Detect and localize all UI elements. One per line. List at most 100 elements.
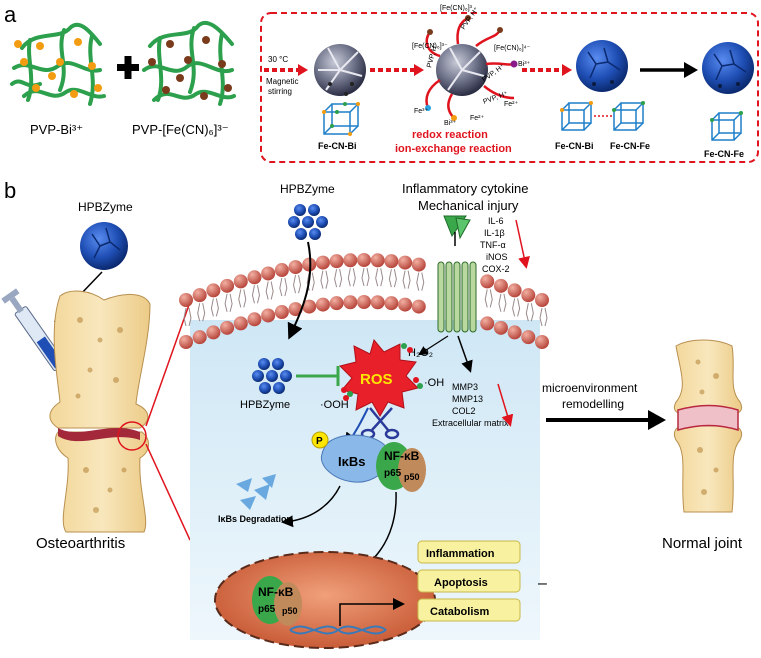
arrow-receptor-h2o2 (417, 335, 449, 356)
cond-stir-1: Magnetic (266, 77, 298, 86)
svg-text:Inflammation: Inflammation (426, 548, 495, 560)
oh-label: ·OH (424, 377, 444, 389)
lipid-head-inner (370, 295, 385, 310)
lipid-tail (402, 270, 411, 289)
cond-stir-2: stirring (268, 87, 292, 96)
lipid-head-outer (315, 255, 330, 270)
lipid-tail (197, 303, 206, 322)
transmembrane-receptor (437, 261, 477, 333)
osteoarthritis-label: Osteoarthritis (36, 535, 125, 552)
lipid-head-outer (288, 260, 303, 275)
lipid-head-outer (233, 274, 248, 289)
lipid-head-inner (261, 308, 276, 323)
ion-fecn-c: [Fe(CN)₆]⁴⁻ (494, 45, 531, 52)
lipid-head-inner (274, 305, 289, 320)
ros-burst (339, 338, 419, 418)
panel-a-label: a (4, 2, 17, 27)
hpbzyme-cell-cluster (252, 358, 292, 394)
cytokine-cox2: COX-2 (482, 264, 510, 274)
lipid-head-inner (493, 320, 508, 335)
lipid-head-inner (343, 295, 358, 310)
fe-cn-fe-nanoparticle-final (702, 42, 754, 94)
lipid-tail (210, 298, 219, 317)
lipid-tail (224, 293, 233, 312)
nfkb-complex-cyto (376, 442, 426, 492)
lattice-cube-final (711, 112, 742, 141)
cytokine-il6: IL-6 (488, 216, 504, 226)
ros-label: ROS (360, 371, 393, 388)
cytokine-inos: iNOS (486, 252, 508, 262)
phospho-label: P (316, 436, 323, 447)
nfkb-complex-nucleus (252, 576, 302, 626)
pvp-bi-label: PVP-Bi³⁺ (30, 122, 83, 137)
matrix-list: MMP3 MMP13 COL2 Extracellular matrix (432, 382, 509, 428)
h2o2-label: H₂O₂ (408, 347, 433, 359)
arrow-transcription (339, 598, 405, 626)
p65-cyto-label: p65 (384, 468, 402, 479)
arrow-matrix-down (497, 383, 514, 427)
lipid-head-inner (220, 320, 235, 335)
panel-b-label: b (4, 178, 16, 203)
lipid-tail (512, 298, 521, 317)
lipid-tail (334, 269, 343, 288)
lipid-tail (251, 285, 260, 304)
plus-icon (117, 56, 139, 79)
svg-text:Apoptosis: Apoptosis (434, 577, 488, 589)
fe-cn-bi-nanoparticle-1 (314, 44, 366, 96)
ooh-molecule (341, 387, 353, 401)
ikbs-complex (320, 434, 390, 483)
lipid-head-inner (329, 296, 344, 311)
cell-membrane (179, 253, 549, 349)
lipid-head-outer (220, 278, 235, 293)
ion-bi: Bi³⁺ (518, 61, 531, 68)
cytokine-receptor-icon (443, 215, 471, 246)
p50-nucleus-label: p50 (282, 606, 298, 616)
ion-fe2-a: Fe²⁺ (470, 115, 485, 122)
dna-helix (289, 625, 387, 635)
fe-cn-bi-label-1: Fe-CN-Bi (318, 141, 357, 151)
lipid-head-outer (370, 253, 385, 268)
lipid-tail (375, 268, 384, 287)
lipid-head-outer (343, 253, 358, 268)
pvp-fe-dots (148, 36, 232, 100)
microenv-label-1: microenvironment (542, 381, 638, 395)
ion-bi-2: Bi³⁺ (444, 120, 457, 127)
lattice-cube-1 (323, 103, 359, 135)
ikbs-degradation-label: IκBs Degradation (218, 514, 292, 524)
lipid-tail (498, 293, 507, 312)
lipid-head-outer (357, 253, 371, 267)
hpbzyme-top-cluster (288, 204, 328, 240)
ion-fe2-b: Fe²⁺ (504, 101, 519, 108)
lipid-head-outer (206, 283, 221, 298)
pvp-bi-dots (14, 38, 102, 98)
fe-cn-fe-label-1: Fe-CN-Fe (610, 141, 650, 151)
lipid-head-outer (521, 288, 536, 303)
lipid-head-inner (179, 335, 193, 349)
reaction-box (260, 12, 759, 163)
lipid-head-outer (507, 283, 522, 298)
lipid-head-inner (206, 325, 221, 340)
lipid-head-outer (179, 293, 193, 307)
minus-sign: – (538, 575, 547, 592)
hpbzyme-left-label: HPBZyme (78, 200, 133, 214)
redox-reaction-label: redox reaction (412, 129, 488, 141)
p65-nucleus-label: p65 (258, 604, 276, 615)
lipid-head-inner (535, 335, 549, 349)
ion-fecn-b: [Fe(CN)₆]³ (440, 5, 473, 12)
lipid-head-inner (411, 299, 426, 314)
outcome-inflammation: Inflammation (417, 540, 521, 564)
lipid-head-outer (411, 257, 426, 272)
matrix-ecm: Extracellular matrix (432, 418, 509, 428)
ion-fecn-a: [Fe(CN)₆]³⁻ (412, 43, 448, 50)
lipid-head-outer (535, 293, 549, 307)
phospho-badge (311, 431, 329, 449)
lipid-tail (347, 268, 356, 287)
hpbzyme-cell-label: HPBZyme (240, 399, 290, 411)
mechanical-injury-label: Mechanical injury (418, 198, 519, 213)
microenv-label-2: remodelling (562, 397, 624, 411)
cytokine-list: IL-6 IL-1β TNF-α iNOS COX-2 (480, 216, 510, 274)
lipid-tail (279, 277, 288, 297)
lipid-head-inner (521, 330, 536, 345)
pvp-fe-polymer (142, 20, 236, 106)
